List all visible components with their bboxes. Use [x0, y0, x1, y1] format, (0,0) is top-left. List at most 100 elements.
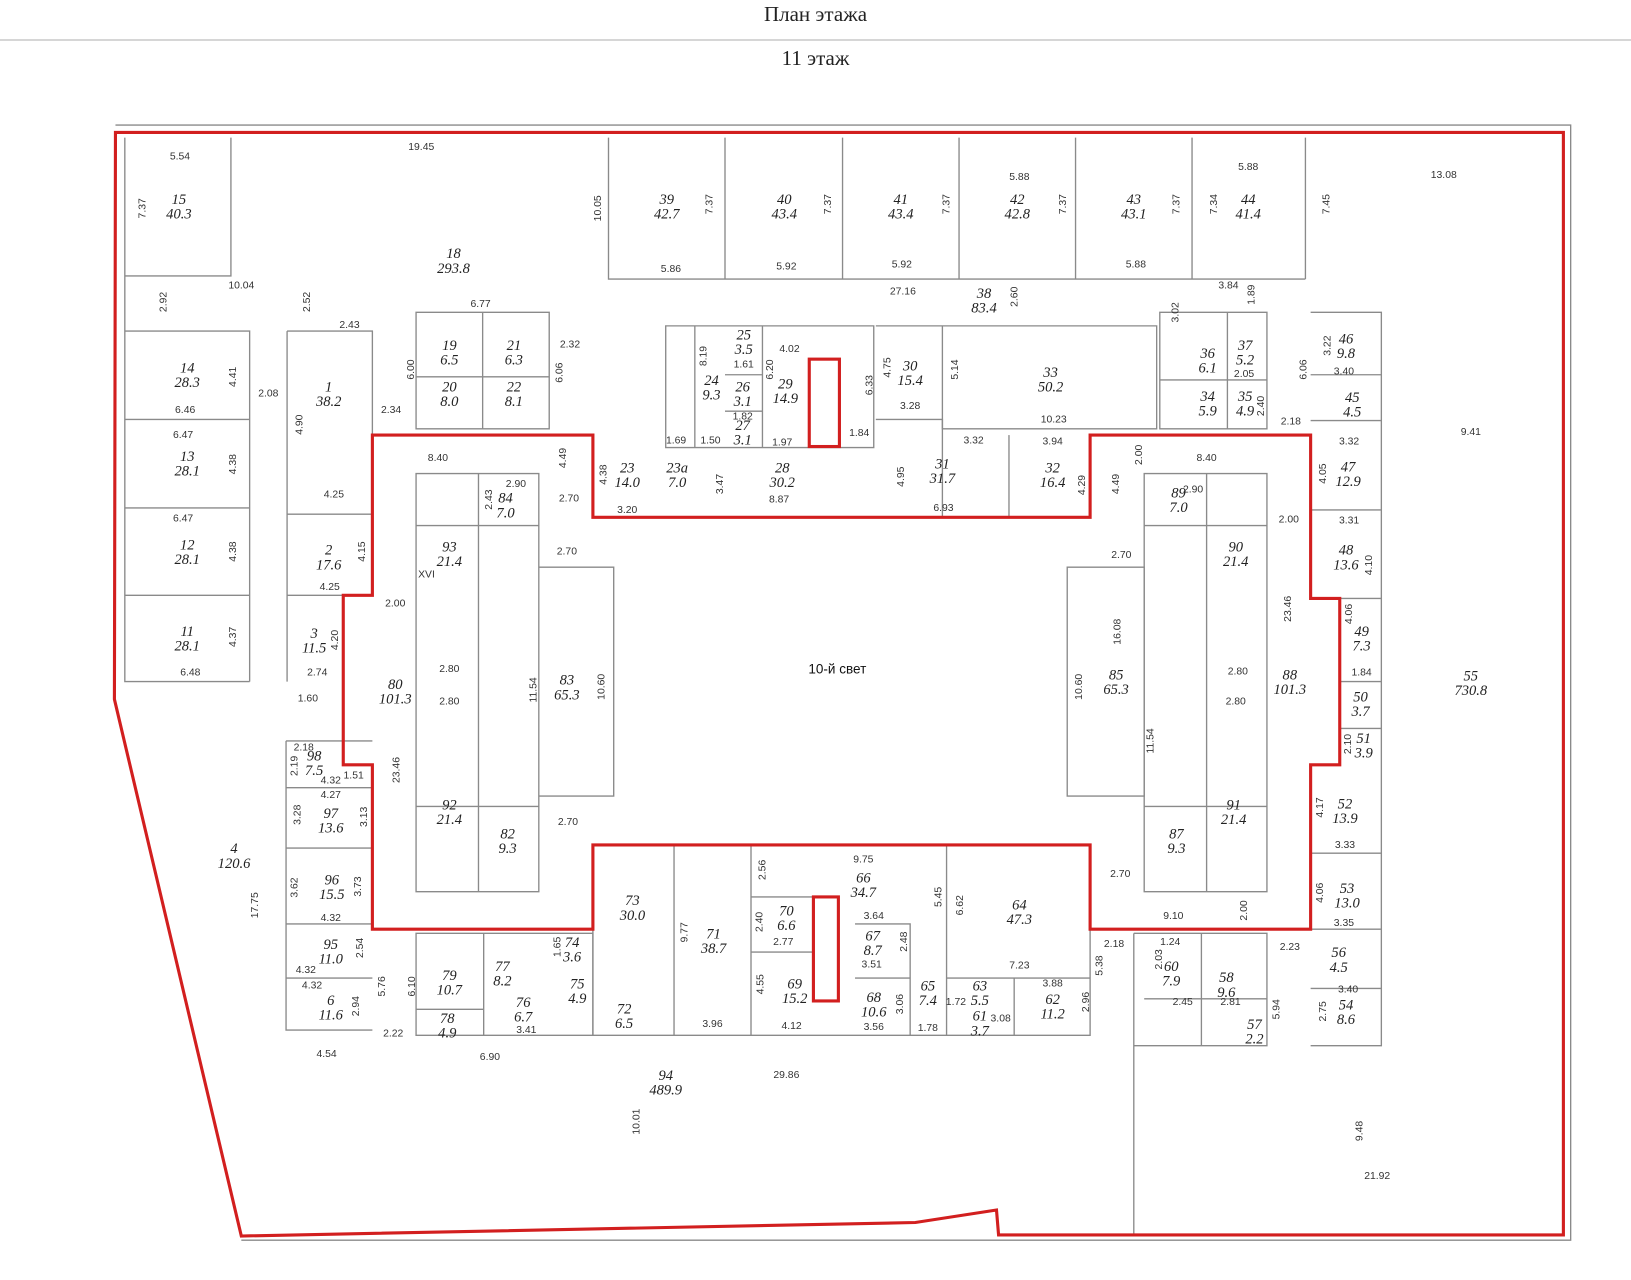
room-area: 4.9	[568, 991, 587, 1007]
dimension-label: 1.61	[734, 359, 754, 370]
room-number: 97	[324, 806, 339, 822]
room-area: 13.0	[1334, 895, 1360, 911]
room-label: 678.7	[864, 929, 883, 960]
room-area: 43.4	[888, 207, 913, 223]
room-labels: 1540.318293.83942.74043.44143.44242.8434…	[166, 192, 1488, 1098]
wall	[124, 330, 251, 682]
dimension-label: 3.32	[963, 435, 983, 446]
room-area: 120.6	[218, 856, 251, 872]
room-number: 79	[442, 968, 457, 984]
dimension-label: 10.05	[593, 195, 604, 221]
room-number: 48	[1339, 543, 1354, 559]
dimension-label: 4.55	[755, 974, 766, 994]
dimension-label: 5.94	[1271, 999, 1282, 1019]
dimension-label: 2.43	[339, 320, 359, 331]
dimension-label: 5.92	[892, 260, 912, 271]
room-area: 11.5	[302, 640, 326, 656]
room-area: 7.0	[1169, 500, 1188, 516]
room-number: 50	[1353, 689, 1368, 705]
room-area: 101.3	[379, 691, 412, 707]
room-label: 217.6	[316, 543, 342, 574]
room-label: 469.8	[1337, 332, 1356, 363]
room-area: 34.7	[850, 885, 877, 901]
room-area: 11.6	[319, 1008, 344, 1024]
dimension-label: 3.31	[1339, 516, 1359, 527]
room-number: 13	[180, 449, 195, 465]
dimension-label: 2.00	[1239, 900, 1250, 920]
room-number: 87	[1169, 827, 1184, 843]
room-area: 28.1	[174, 464, 199, 480]
room-number: 18	[446, 246, 461, 262]
dimension-label: 5.86	[661, 264, 681, 275]
room-number: 41	[894, 192, 909, 208]
dimension-label: 3.62	[289, 877, 300, 897]
wall	[124, 137, 232, 277]
room-number: 49	[1354, 624, 1369, 640]
room-number: 68	[866, 990, 881, 1006]
wall	[665, 325, 875, 449]
dimension-label: 6.06	[1298, 359, 1309, 379]
room-area: 6.3	[505, 352, 523, 368]
room-area: 28.1	[174, 552, 199, 568]
room-area: 13.6	[318, 820, 344, 836]
dimension-label: 1.97	[772, 437, 792, 448]
room-area: 7.0	[496, 505, 515, 521]
room-area: 10.6	[861, 1005, 887, 1021]
dimension-label: 2.45	[1173, 997, 1193, 1008]
room-number: 11	[180, 624, 193, 640]
room-number: 26	[735, 379, 750, 395]
dimension-label: 2.05	[1234, 369, 1254, 380]
room-area: 3.6	[562, 949, 582, 965]
room-area: 43.4	[772, 207, 797, 223]
room-label: 572.2	[1245, 1017, 1263, 1048]
dimension-label: 8.87	[769, 495, 789, 506]
room-label: 345.9	[1199, 389, 1218, 420]
room-label: 784.9	[438, 1011, 457, 1042]
atrium-label: 10-й свет	[808, 661, 866, 676]
room-label: 208.0	[440, 379, 459, 410]
dimension-label: 4.38	[228, 454, 239, 474]
dimension-label: 7.34	[1209, 194, 1220, 214]
dimension-label: 21.92	[1364, 1171, 1390, 1182]
room-number: 19	[442, 338, 457, 354]
dimension-label: 4.41	[228, 367, 239, 387]
dimension-label: 2.70	[1110, 869, 1130, 880]
room-number: 44	[1241, 192, 1256, 208]
dimension-label: 1.65	[553, 937, 564, 957]
room-label: 564.5	[1330, 945, 1348, 976]
room-label: 879.3	[1167, 827, 1185, 858]
room-area: 6.6	[777, 918, 796, 934]
dimension-label: 2.96	[1081, 992, 1092, 1012]
dimension-label: 11.54	[1146, 728, 1157, 753]
dimension-label: 13.08	[1431, 170, 1457, 181]
dimension-label: 7.37	[823, 194, 834, 214]
dimension-label: 3.28	[900, 401, 920, 412]
room-label: 766.7	[514, 995, 533, 1026]
room-number: 39	[658, 192, 674, 208]
room-area: 6.1	[1199, 361, 1217, 377]
room-label: 216.3	[505, 338, 523, 369]
room-label: 897.0	[1169, 485, 1188, 516]
dimension-label: 29.86	[773, 1070, 799, 1081]
room-number: 25	[736, 327, 751, 343]
room-area: 21.4	[437, 812, 462, 828]
dimension-label: 9.48	[1355, 1121, 1366, 1141]
room-label: 503.7	[1350, 689, 1370, 720]
room-label: 589.6	[1217, 970, 1236, 1001]
room-label: 754.9	[568, 976, 587, 1007]
room-area: 293.8	[437, 261, 470, 277]
room-area: 9.8	[1337, 346, 1356, 362]
room-number: 52	[1338, 797, 1353, 813]
room-label: 375.2	[1236, 338, 1254, 369]
room-number: 21	[507, 338, 522, 354]
dimension-label: 4.32	[296, 965, 316, 976]
